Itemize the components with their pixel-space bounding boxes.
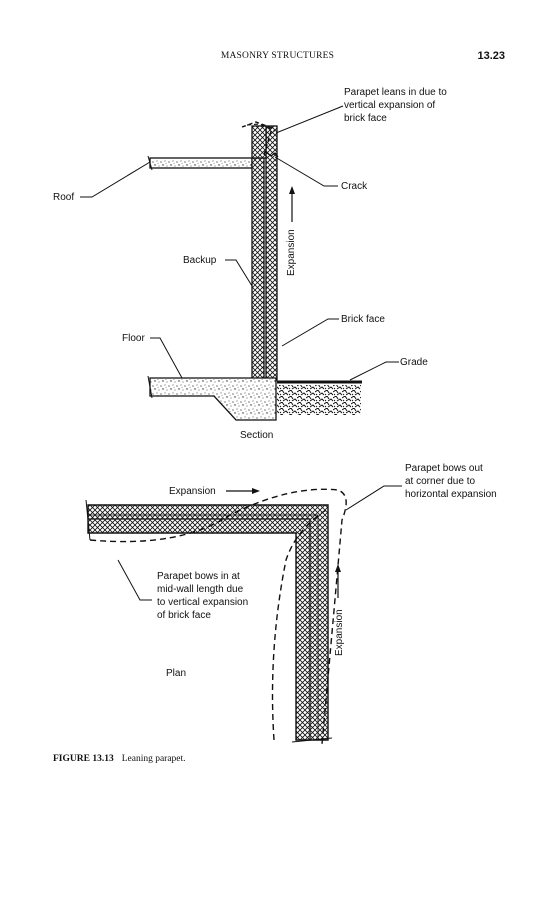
crack-mark — [265, 151, 279, 158]
running-header-title: MASONRY STRUCTURES — [220, 51, 335, 61]
leader-brick-face — [281, 318, 339, 347]
leader-crack — [274, 156, 338, 187]
section-drawing — [80, 105, 399, 421]
parapet — [251, 125, 267, 159]
label-section-title: Section — [240, 430, 274, 441]
label-brick-face: Brick face — [341, 314, 385, 325]
label-backup: Backup — [183, 255, 217, 266]
label-expansion-horizontal: Expansion — [169, 486, 216, 497]
label-bows-in: Parapet bows in at mid-wall length due t… — [157, 571, 249, 621]
bows-in-outline — [271, 509, 327, 741]
page-number: 13.23 — [477, 50, 505, 62]
leader-grade — [349, 361, 399, 381]
label-roof: Roof — [53, 192, 75, 203]
leader-bows-in — [117, 559, 152, 601]
label-expansion-vertical-section: Expansion — [286, 229, 297, 276]
plan-drawing — [85, 485, 402, 745]
figure-number: FIGURE 13.13 — [53, 754, 114, 764]
plan-wall — [87, 504, 329, 741]
label-floor: Floor — [122, 333, 145, 344]
leader-backup — [225, 259, 253, 287]
label-bows-out: Parapet bows out at corner due to horizo… — [405, 463, 497, 500]
figure-caption-text: Leaning parapet. — [121, 754, 186, 764]
leader-parapet-leans — [275, 105, 344, 134]
label-plan-title: Plan — [166, 668, 187, 679]
label-parapet-leans: Parapet leans in due to vertical expansi… — [344, 87, 447, 124]
leader-roof — [80, 161, 151, 198]
leader-floor — [150, 337, 183, 379]
label-expansion-vertical-plan: Expansion — [334, 609, 345, 656]
brick-face — [265, 125, 278, 381]
leader-bows-out — [345, 485, 402, 511]
roof-break-mark — [147, 155, 153, 171]
figure-caption: FIGURE 13.13 Leaning parapet. — [53, 754, 186, 764]
backup-wall — [251, 157, 265, 381]
roof-slab — [149, 157, 253, 169]
label-grade: Grade — [400, 357, 428, 368]
gravel-fill — [277, 385, 361, 415]
label-crack: Crack — [341, 181, 368, 192]
floor-slab — [149, 377, 277, 421]
